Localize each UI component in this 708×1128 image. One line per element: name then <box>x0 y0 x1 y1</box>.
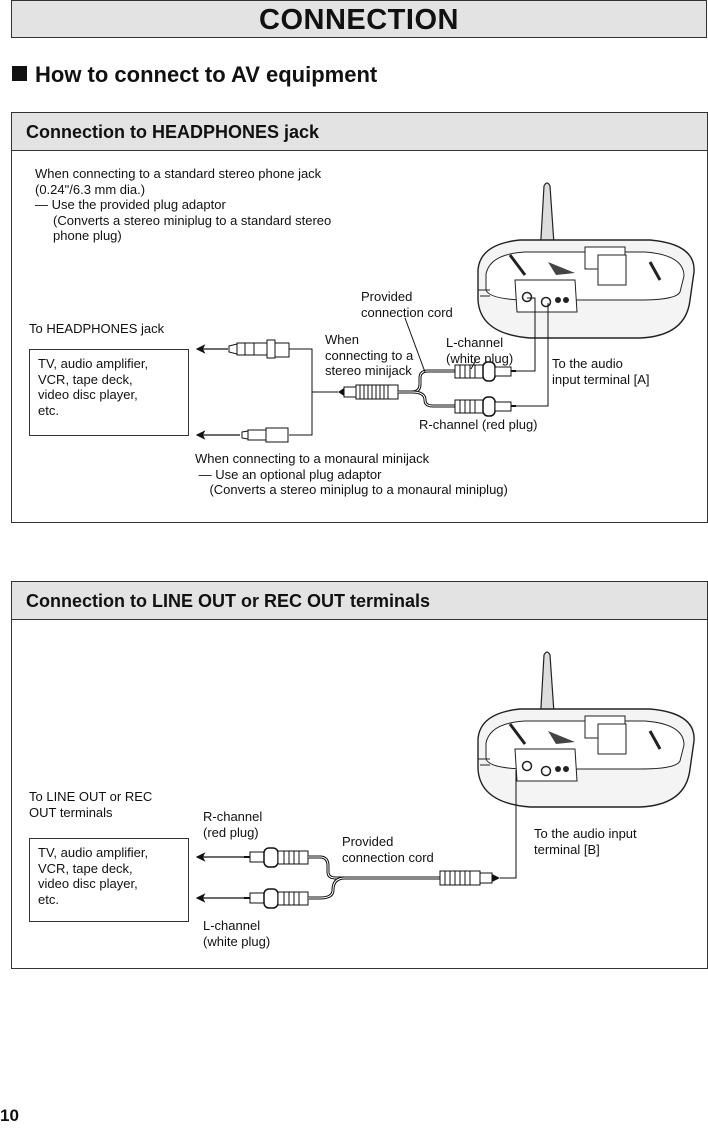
rca-plug-red-2 <box>244 847 309 868</box>
transmitter-unit-1 <box>476 181 696 340</box>
page-title: CONNECTION <box>11 0 707 38</box>
mono-plug-adaptor <box>241 427 289 443</box>
cord-label-1: Provided connection cord <box>361 289 453 320</box>
headphones-target-label: To HEADPHONES jack <box>29 321 165 336</box>
device-list-box-2: TV, audio amplifier, VCR, tape deck, vid… <box>29 838 189 922</box>
stereo-jack-note: When connecting to a standard stereo pho… <box>35 166 332 243</box>
monaural-note: When connecting to a monaural minijack —… <box>195 451 508 497</box>
rca-plug-red-1 <box>454 396 516 417</box>
l-channel-label-2: L-channel (white plug) <box>203 918 271 949</box>
device-list-box-1: TV, audio amplifier, VCR, tape deck, vid… <box>29 349 189 436</box>
subheading-text: How to connect to AV equipment <box>35 62 378 87</box>
line-out-target-label: To LINE OUT or REC OUT terminals <box>29 789 153 820</box>
stereo-miniplug-2 <box>439 870 500 886</box>
line-out-panel-heading: Connection to LINE OUT or REC OUT termin… <box>12 582 707 620</box>
cord-label-2: Provided connection cord <box>342 834 434 865</box>
transmitter-unit-2 <box>476 650 696 809</box>
rca-plug-white-2 <box>244 888 309 909</box>
r-channel-label-2: R-channel (red plug) <box>203 809 263 840</box>
rca-plug-white-1 <box>454 361 516 382</box>
section-subheading: How to connect to AV equipment <box>12 62 377 88</box>
stereo-phone-plug-adaptor <box>228 339 290 359</box>
headphones-panel-heading: Connection to HEADPHONES jack <box>12 113 707 151</box>
page-number: 10 <box>0 1106 19 1125</box>
audio-input-b-label: To the audio input terminal [B] <box>534 826 637 857</box>
audio-input-a-label: To the audio input terminal [A] <box>552 356 650 387</box>
line-out-panel: Connection to LINE OUT or REC OUT termin… <box>11 581 708 969</box>
l-channel-label-1: L-channel (white plug) <box>446 335 514 366</box>
square-bullet-icon <box>12 66 27 81</box>
r-channel-label-1: R-channel (red plug) <box>419 417 538 432</box>
stereo-minijack-label: When connecting to a stereo minijack <box>325 332 414 378</box>
stereo-miniplug-1 <box>338 384 399 400</box>
